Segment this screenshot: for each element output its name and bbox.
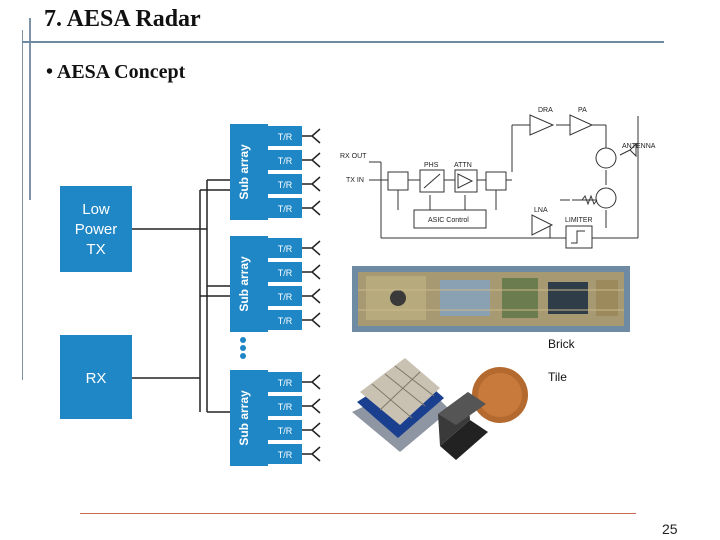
bullet-aesa-concept: • AESA Concept: [46, 61, 186, 83]
tr-module-1-3: T/R: [278, 180, 293, 190]
tr-module-1-4: T/R: [278, 204, 293, 214]
slide-title: 7. AESA Radar: [44, 6, 201, 32]
asic-control-label: ASIC Control: [428, 217, 469, 224]
low-power-tx-line-3: TX: [86, 241, 106, 258]
brick-label: Brick: [548, 337, 576, 351]
feed-lines: [132, 179, 230, 413]
ellipsis-dots: [240, 337, 246, 359]
tr-module-1-2: T/R: [278, 156, 293, 166]
rx-out-label: RX OUT: [340, 153, 367, 160]
sub-array-3-label: Sub array: [237, 390, 251, 446]
tr-module-1-1: T/R: [278, 132, 293, 142]
attn-label: ATTN: [454, 162, 472, 169]
tr-module-3-1: T/R: [278, 378, 293, 388]
title-horizontal-rule: [22, 41, 664, 43]
phs-label: PHS: [424, 162, 439, 169]
rx-label: RX: [85, 370, 107, 387]
rx-block: RX: [60, 335, 132, 419]
low-power-tx-line-2: Power: [74, 221, 118, 238]
pa-label: PA: [578, 107, 587, 114]
sub-array-1-label: Sub array: [237, 144, 251, 200]
schematic-labels: DRA PA ANTENNA RX OUT TX IN PHS ATTN ASI…: [340, 107, 656, 224]
tr-module-2-2: T/R: [278, 268, 293, 278]
limiter-label: LIMITER: [565, 217, 593, 224]
sub-array-1: Sub array T/R T/R T/R T/R: [230, 124, 302, 220]
title-vertical-rule: [29, 18, 31, 200]
sub-array-3: Sub array T/R T/R T/R T/R: [230, 370, 302, 466]
brick-image: [352, 266, 630, 332]
low-power-tx-line-1: Low: [82, 201, 110, 218]
tr-module-2-3: T/R: [278, 292, 293, 302]
low-power-tx-block: Low Power TX: [60, 186, 132, 272]
antenna-element-icons: [302, 128, 321, 462]
tile-image: [352, 358, 528, 460]
tr-module-3-3: T/R: [278, 426, 293, 436]
tr-module-2-4: T/R: [278, 316, 293, 326]
lna-label: LNA: [534, 207, 548, 214]
title-vertical-rule-2: [22, 30, 23, 380]
dra-label: DRA: [538, 107, 553, 114]
tr-module-3-4: T/R: [278, 450, 293, 460]
tx-in-label: TX IN: [346, 177, 364, 184]
antenna-label: ANTENNA: [622, 143, 656, 150]
tile-label: Tile: [548, 370, 567, 384]
sub-array-2-label: Sub array: [237, 256, 251, 312]
page-number: 25: [662, 521, 678, 537]
tr-module-3-2: T/R: [278, 402, 293, 412]
tr-module-2-1: T/R: [278, 244, 293, 254]
tr-module-schematic: [369, 114, 639, 249]
footer-rule: [80, 513, 636, 514]
sub-array-2: Sub array T/R T/R T/R T/R: [230, 236, 302, 332]
